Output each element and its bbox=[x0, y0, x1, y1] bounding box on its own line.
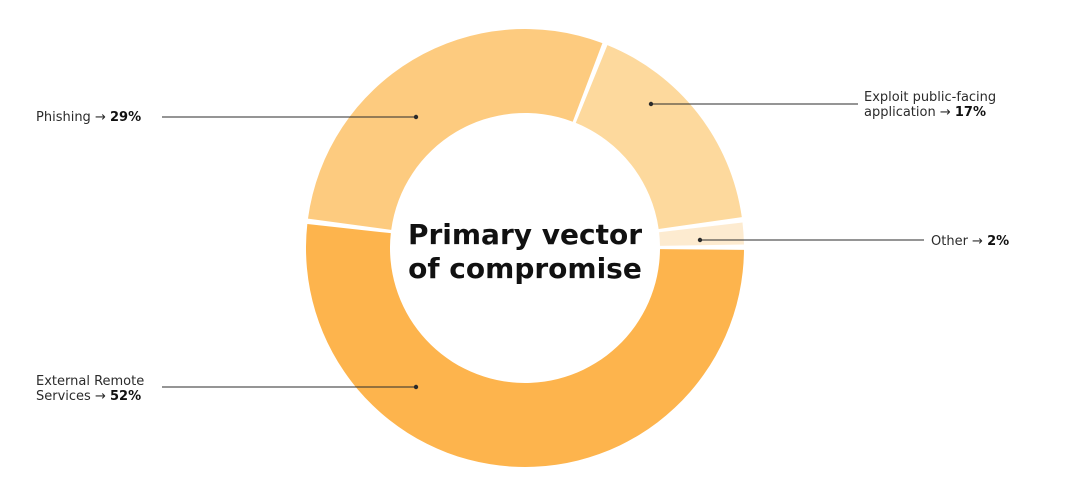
slice-label-phishing: Phishing → 29% bbox=[36, 110, 142, 125]
donut-slice-phishing bbox=[307, 28, 603, 230]
slice-label-external-remote: External Remote Services → 52% bbox=[36, 374, 145, 404]
chart-title: Primary vector of compromise bbox=[375, 218, 675, 286]
chart-title-line-2: of compromise bbox=[408, 252, 642, 285]
leader-dot-external-remote bbox=[413, 384, 419, 390]
donut-slice-exploit bbox=[575, 45, 742, 229]
slice-value-phishing: 29% bbox=[109, 110, 142, 125]
leader-dot-exploit bbox=[648, 101, 654, 107]
slice-value-other: 2% bbox=[987, 234, 1010, 249]
slice-label-other: Other → 2% bbox=[931, 234, 1010, 249]
leader-dot-other bbox=[697, 237, 703, 243]
slice-value-exploit: 17% bbox=[954, 105, 986, 120]
slice-label-exploit: Exploit public-facing application → 17% bbox=[864, 90, 997, 120]
chart-title-line-1: Primary vector bbox=[407, 218, 643, 251]
donut-slice-external-remote bbox=[306, 223, 744, 468]
leader-dot-phishing bbox=[413, 114, 419, 120]
slice-value-external-remote: 52% bbox=[109, 389, 142, 404]
